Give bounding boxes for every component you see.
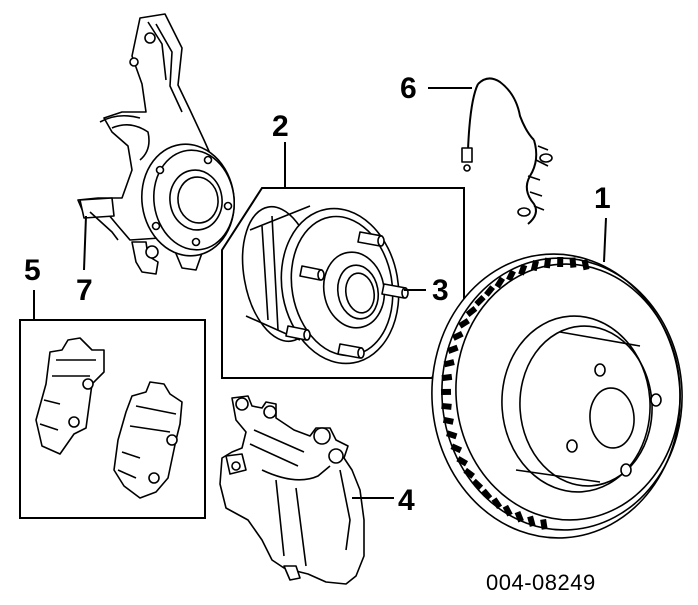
- rotor-vent-slot: [442, 416, 454, 425]
- callout-hub-bearing: 2: [272, 110, 289, 143]
- rotor-vent-slot: [484, 285, 495, 297]
- rotor-vents: [440, 256, 590, 530]
- rotor-vent-slot: [447, 344, 459, 354]
- steering-knuckle-illustration: [77, 13, 236, 275]
- rotor-vent-slot: [471, 478, 484, 491]
- rotor-vent-slot: [443, 359, 455, 368]
- wheel-stud-illustration: [285, 231, 409, 359]
- rotor-vent-slot: [502, 504, 513, 517]
- rotor-vent-slot: [494, 276, 506, 289]
- rotor-vent-slot: [446, 430, 458, 440]
- callout-wheel-stud: 3: [432, 274, 449, 307]
- brake-pads-illustration: [35, 337, 183, 499]
- rotor-vent-slot: [441, 402, 452, 410]
- rotor-vent-slot: [465, 306, 478, 317]
- callout-brake-pads: 5: [24, 254, 41, 287]
- callout-knuckle: 7: [76, 274, 93, 307]
- rotor-vent-slot: [463, 467, 475, 479]
- rotor-vent-slot: [440, 388, 452, 395]
- rotor-vent-slot: [543, 257, 552, 269]
- rotor-vent-slot: [530, 260, 539, 272]
- callout-rotor: 1: [594, 182, 611, 215]
- rotor-vent-slot: [474, 295, 486, 307]
- rotor-vent-slot: [514, 510, 524, 523]
- brake-pads-box: [19, 319, 206, 519]
- rotor-vent-slot: [527, 515, 536, 527]
- brake-hose-illustration: [461, 77, 553, 225]
- rotor-vent-slot: [557, 256, 564, 268]
- rotor-vent-slot: [481, 488, 493, 501]
- caliper-illustration: [219, 395, 365, 585]
- rotor-vent-slot: [540, 518, 548, 530]
- rotor-vent-slot: [518, 264, 528, 276]
- rotor-vent-slot: [458, 318, 470, 329]
- rotor-vent-slot: [491, 497, 503, 510]
- rotor-vent-slot: [441, 373, 453, 382]
- rotor-vent-slot: [569, 257, 577, 268]
- rotor-vent-slot: [450, 443, 463, 454]
- callout-brake-hose: 6: [400, 72, 417, 105]
- hub-bearing-illustration: [241, 205, 409, 365]
- rotor-vent-slot: [581, 259, 590, 271]
- leader-lines: [33, 87, 607, 499]
- rotor-vent-slot: [506, 269, 516, 282]
- part-number-label: 004-08249: [486, 570, 596, 595]
- rotor-vent-slot: [456, 456, 469, 467]
- rotor-vent-slot: [451, 331, 464, 341]
- callout-caliper: 4: [398, 484, 415, 517]
- brake-rotor-illustration: [431, 253, 683, 539]
